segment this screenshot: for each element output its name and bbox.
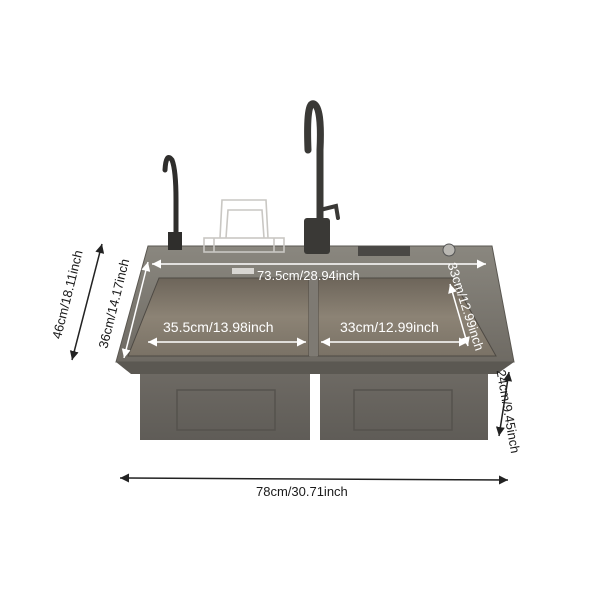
left-bowl-width-label: 35.5cm/13.98inch <box>163 319 274 335</box>
right-bowl-width-label: 33cm/12.99inch <box>340 319 439 335</box>
soap-button-icon <box>442 243 456 257</box>
dish-rack-icon <box>203 199 285 253</box>
bowl-bodies <box>140 365 488 440</box>
small-faucet-icon <box>162 155 182 250</box>
overall-width-label: 78cm/30.71inch <box>256 484 348 499</box>
inner-top-width-label: 73.5cm/28.94inch <box>257 268 360 283</box>
main-faucet-icon <box>304 100 340 254</box>
drain-slot-icon <box>232 268 254 274</box>
control-panel <box>358 246 410 256</box>
left-bowl <box>127 277 310 357</box>
